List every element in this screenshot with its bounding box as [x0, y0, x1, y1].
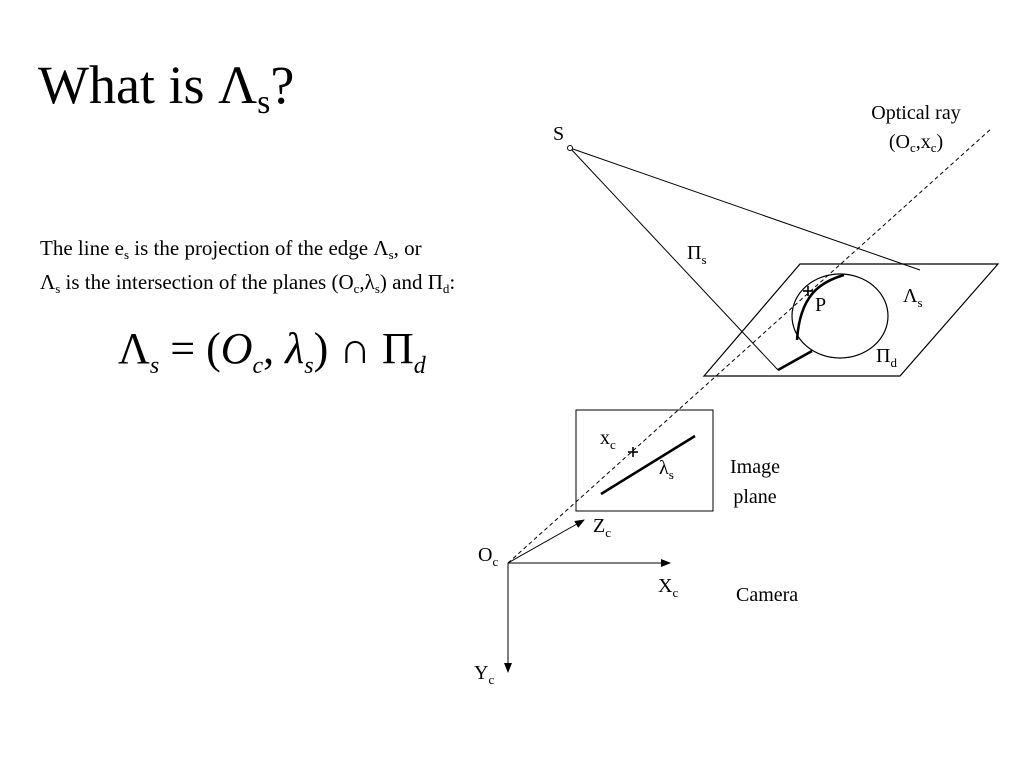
pi-d-plane [702, 263, 1000, 377]
label-plane: plane [733, 486, 776, 508]
label-pi-d: Πd [876, 345, 897, 370]
light-source-point [567, 145, 573, 151]
label-x-c: xc [600, 427, 616, 452]
label-z-c: Zc [593, 515, 611, 540]
image-plane-rect [575, 409, 714, 512]
label-camera: Camera [736, 584, 798, 606]
paragraph-line-2: Λs is the intersection of the planes (Oc… [40, 270, 456, 296]
label-small-lambda-s: λs [659, 457, 674, 482]
label-optical-ray-coords: (Oc,xc) [889, 131, 943, 155]
z-axis-arrow [507, 519, 585, 564]
slide-title: What is Λs? [38, 58, 294, 120]
image-line-lambda-s [600, 434, 696, 496]
title-question-mark: ? [270, 55, 295, 115]
label-x-axis: Xc [658, 575, 678, 600]
label-p: P [815, 294, 826, 316]
label-o-c: Oc [478, 544, 498, 569]
optical-ray-line [507, 127, 993, 564]
label-s: S [553, 123, 564, 145]
intersection-formula: Λs = (Oc, λs) ∩ Πd [118, 324, 426, 379]
shadow-line-segment [777, 349, 813, 372]
title-text: What is Λ [38, 55, 258, 115]
label-pi-s: Πs [687, 242, 707, 267]
label-y-axis: Yc [474, 662, 494, 687]
label-lambda-s: Λs [903, 285, 923, 310]
label-optical-ray: Optical ray [871, 102, 960, 124]
paragraph-line-1: The line es is the projection of the edg… [40, 236, 422, 262]
pi-s-plane-edge-lower [569, 147, 779, 371]
lambda-s-edge-curve [795, 273, 845, 341]
title-subscript: s [257, 84, 271, 121]
object-circle [791, 273, 889, 359]
pi-s-plane-edge-upper [569, 147, 921, 271]
label-image: Image [730, 456, 780, 478]
explanation-paragraph: The line es is the projection of the edg… [40, 231, 455, 299]
